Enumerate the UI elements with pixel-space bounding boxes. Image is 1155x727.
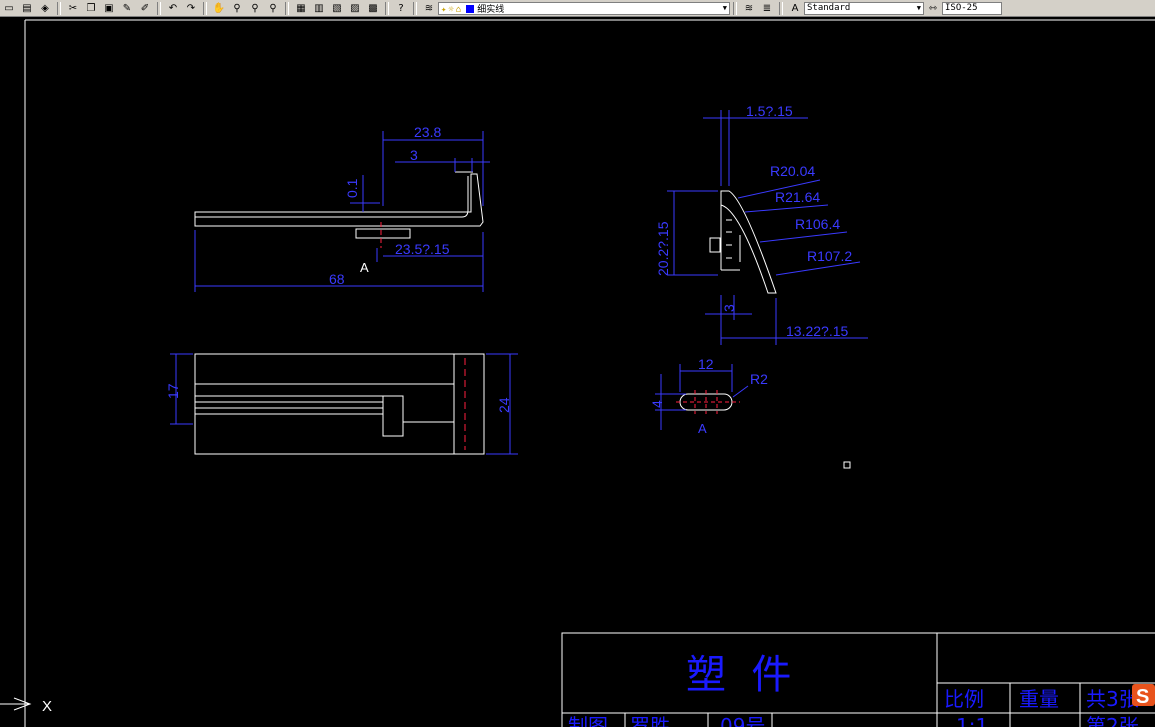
title-scale-label: 比例 <box>944 687 984 711</box>
section-view <box>679 393 733 411</box>
tool-palette-icon[interactable]: ▧ <box>332 2 342 14</box>
dim-style-dropdown[interactable]: ISO-25 <box>942 1 1002 15</box>
redo-icon[interactable]: ↷ <box>186 2 196 14</box>
toolbar-separator <box>57 1 61 15</box>
section-view-dimensions <box>655 364 749 430</box>
dim-style-value: ISO-25 <box>945 3 978 13</box>
chevron-down-icon[interactable]: ▼ <box>722 4 727 12</box>
pan-icon[interactable]: ✋ <box>212 2 226 14</box>
title-number-label: 09号 <box>720 714 765 727</box>
match-properties-icon[interactable]: ✎ <box>122 2 132 14</box>
calculator-icon[interactable]: ▩ <box>368 2 378 14</box>
title-weight-label: 重量 <box>1019 687 1059 711</box>
dim-front-length: 68 <box>329 271 345 287</box>
top-view <box>194 353 485 455</box>
publish-icon[interactable]: ◈ <box>41 2 49 14</box>
title-drawn-by: 罗胜 <box>630 714 670 727</box>
toolbar-separator <box>285 1 289 15</box>
title-block <box>561 632 1155 727</box>
dim-front-gap: 0.1 <box>344 178 360 198</box>
dim-side-thickness: 1.5?.15 <box>746 103 793 119</box>
chevron-down-icon[interactable]: ▼ <box>916 4 921 12</box>
dim-section-width: 12 <box>698 356 714 372</box>
front-view <box>194 171 484 239</box>
title-part-name: 塑 件 <box>686 652 791 698</box>
drawing-canvas[interactable]: 23.8 3 0.1 23.5?.15 68 A 1.5?.15 R20.04 … <box>0 17 1155 727</box>
layer-previous-icon[interactable]: ≋ <box>744 2 754 14</box>
dim-side-depth: 13.22?.15 <box>786 323 848 339</box>
title-sheet-no: 第2张 <box>1086 714 1139 727</box>
title-drawn-label: 制图 <box>568 714 608 727</box>
dim-side-rib: 3 <box>721 304 737 312</box>
top-view-dimensions <box>170 353 518 455</box>
layer-state: ✦☼⌂ 细实线 <box>441 2 504 15</box>
sheet-set-icon[interactable]: ▨ <box>350 2 360 14</box>
properties-icon[interactable]: ▦ <box>296 2 306 14</box>
help-icon[interactable]: ? <box>398 2 404 14</box>
title-scale-value: 1:1 <box>956 714 988 727</box>
ucs-icon <box>0 697 32 711</box>
zoom-previous-icon[interactable]: ⚲ <box>269 2 277 14</box>
paste-icon[interactable]: ▣ <box>104 2 114 14</box>
toolbar-separator <box>203 1 207 15</box>
color-swatch-icon[interactable] <box>466 5 475 13</box>
text-style-dropdown[interactable]: Standard ▼ <box>804 1 924 15</box>
dim-front-width: 23.8 <box>414 124 441 140</box>
toolbar-separator <box>413 1 417 15</box>
ime-tray[interactable]: S <box>1132 684 1155 708</box>
dim-side-radius-3: R106.4 <box>795 216 840 232</box>
section-view-hatch <box>676 390 740 414</box>
dim-section-height: 4 <box>649 400 665 408</box>
side-view-dimensions <box>667 110 868 345</box>
dim-side-height: 20.2?.15 <box>655 221 671 276</box>
dim-front-lip: 3 <box>410 147 418 163</box>
layer-name: 细实线 <box>477 4 505 15</box>
section-view-label: A <box>698 421 707 436</box>
pickbox-cursor <box>843 461 851 469</box>
front-view-dimensions <box>194 131 490 292</box>
block-editor-icon[interactable]: ✐ <box>140 2 150 14</box>
side-view <box>709 190 777 294</box>
dim-style-icon[interactable]: ⇿ <box>928 2 938 14</box>
toolbar-separator <box>779 1 783 15</box>
text-style-value: Standard <box>807 3 851 13</box>
toolbar-separator <box>733 1 737 15</box>
ucs-x-label: X <box>42 698 52 715</box>
save-icon[interactable]: ▤ <box>22 2 32 14</box>
section-cut-label: A <box>360 260 369 275</box>
copy-icon[interactable]: ❐ <box>86 2 96 14</box>
toolbar-separator <box>157 1 161 15</box>
bulb-icon[interactable]: ✦ <box>441 4 447 15</box>
layer-dropdown[interactable]: ✦☼⌂ 细实线 ▼ <box>438 1 730 15</box>
sun-icon[interactable]: ☼ <box>448 4 454 15</box>
undo-icon[interactable]: ↶ <box>168 2 178 14</box>
zoom-realtime-icon[interactable]: ⚲ <box>233 2 241 14</box>
dim-section-radius: R2 <box>750 371 768 387</box>
dim-side-radius-1: R20.04 <box>770 163 815 179</box>
dim-side-radius-2: R21.64 <box>775 189 820 205</box>
dim-front-offset: 23.5?.15 <box>395 241 450 257</box>
dim-top-width: 24 <box>496 397 512 413</box>
layers-icon[interactable]: ≋ <box>424 2 434 14</box>
dim-side-radius-4: R107.2 <box>807 248 852 264</box>
dim-top-height: 17 <box>165 383 181 399</box>
ime-label: S <box>1136 686 1149 708</box>
standard-toolbar: ▭ ▤ ◈ ✂ ❐ ▣ ✎ ✐ ↶ ↷ ✋ ⚲ ⚲ ⚲ ▦ ▥ ▧ ▨ ▩? ≋ ✦☼⌂ 细实线 ▼ ≋ ≣ A Standard ▼… <box>0 0 1155 17</box>
design-center-icon[interactable]: ▥ <box>314 2 324 14</box>
cut-icon[interactable]: ✂ <box>68 2 78 14</box>
open-icon[interactable]: ▭ <box>4 2 14 14</box>
text-style-icon[interactable]: A <box>791 2 799 14</box>
lock-icon[interactable]: ⌂ <box>455 4 462 15</box>
title-sheets-label: 共3张 <box>1086 687 1139 711</box>
layer-states-icon[interactable]: ≣ <box>762 2 772 14</box>
toolbar-separator <box>385 1 389 15</box>
zoom-window-icon[interactable]: ⚲ <box>251 2 259 14</box>
